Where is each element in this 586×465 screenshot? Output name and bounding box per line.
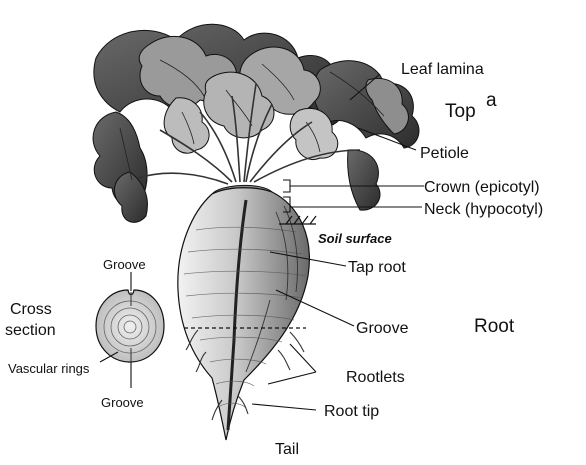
- label-vascular-rings: Vascular rings: [8, 361, 90, 376]
- label-groove: Groove: [356, 320, 409, 337]
- label-petiole: Petiole: [420, 145, 469, 162]
- label-cross-groove-top: Groove: [103, 257, 146, 272]
- label-soil-surface: Soil surface: [318, 231, 392, 246]
- label-rootlets: Rootlets: [346, 369, 405, 386]
- label-neck: Neck (hypocotyl): [424, 201, 543, 218]
- label-tail: Tail: [275, 441, 299, 458]
- label-root: Root: [474, 316, 515, 337]
- label-tap-root: Tap root: [348, 259, 406, 276]
- label-top: Top: [445, 101, 476, 122]
- cross-section-figure: [96, 272, 164, 388]
- label-leaf-lamina: Leaf lamina: [401, 61, 484, 78]
- label-cross-section-line2: section: [5, 322, 56, 339]
- leaf: [164, 98, 209, 153]
- label-cross-groove-bottom: Groove: [101, 395, 144, 410]
- label-top-superscript: a: [486, 90, 497, 111]
- leaf: [348, 150, 380, 210]
- label-crown: Crown (epicotyl): [424, 179, 540, 196]
- label-cross-section-line1: Cross: [10, 301, 52, 318]
- label-root-tip: Root tip: [324, 403, 379, 420]
